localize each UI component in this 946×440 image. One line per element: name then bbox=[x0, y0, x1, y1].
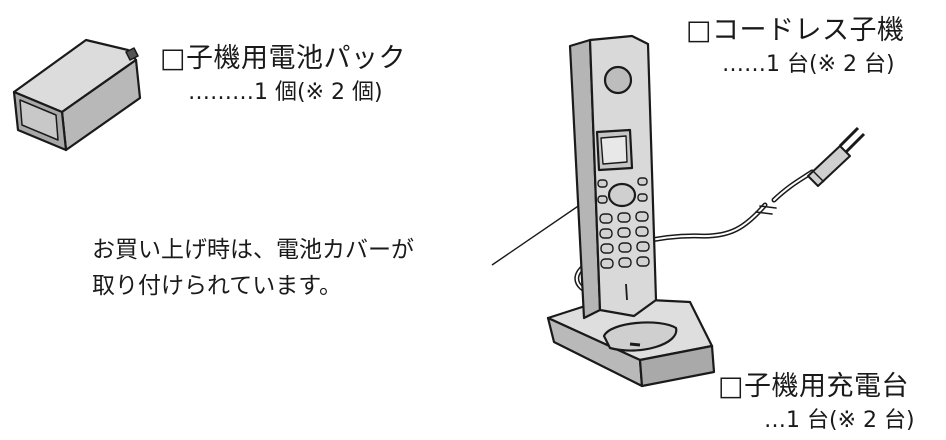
battery-pack-quantity: ………1 個(※ 2 個) bbox=[188, 80, 383, 105]
handset-quantity: ……1 台(※ 2 台) bbox=[722, 52, 895, 77]
handset-title: □コードレス子機 bbox=[686, 15, 905, 46]
charger-title: □子機用充電台 bbox=[718, 371, 910, 402]
charger-quantity: …1 台(※ 2 台) bbox=[764, 408, 915, 433]
callout-line bbox=[491, 197, 591, 266]
battery-cover-note-line1: お買い上げ時は、電池カバーが bbox=[92, 237, 414, 263]
cordless-handset-image bbox=[568, 34, 658, 320]
battery-pack-title: □子機用電池パック bbox=[160, 43, 407, 74]
battery-cover-note: お買い上げ時は、電池カバーが 取り付けられています。 bbox=[92, 232, 414, 304]
battery-pack-image bbox=[12, 38, 142, 152]
battery-cover-note-line2: 取り付けられています。 bbox=[92, 273, 343, 299]
ac-plug bbox=[807, 126, 866, 187]
